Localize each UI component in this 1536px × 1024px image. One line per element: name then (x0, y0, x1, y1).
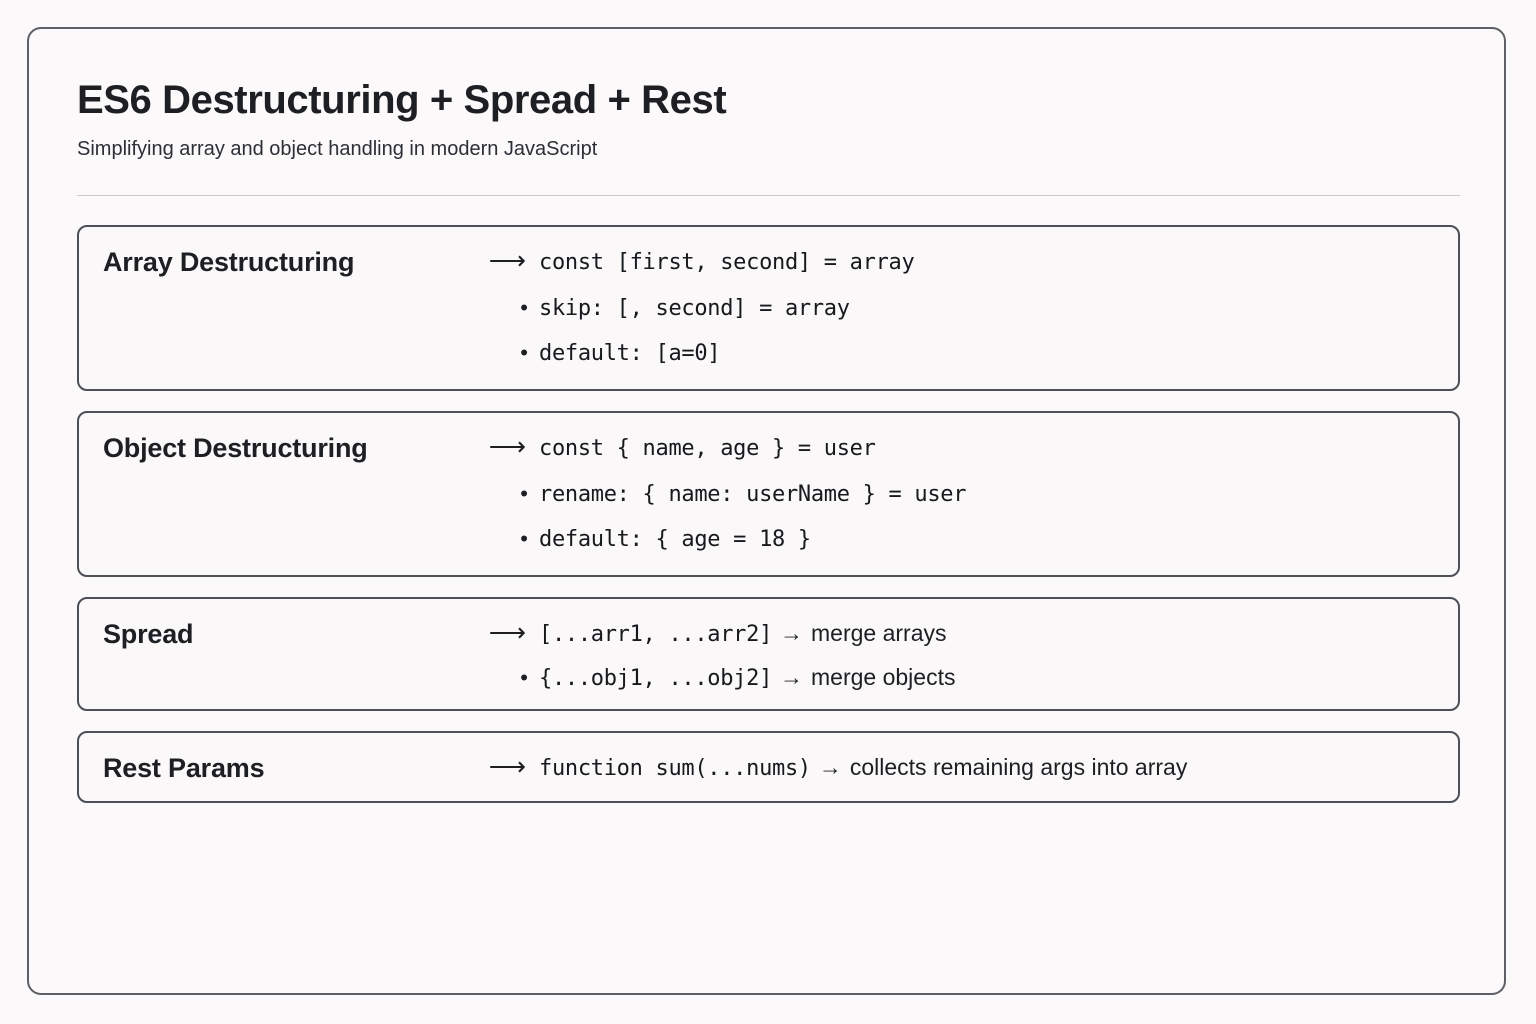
long-arrow-icon: ⟶ (488, 245, 539, 275)
short-arrow-icon: → (780, 620, 804, 646)
code-snippet: [...arr1, ...arr2] (539, 622, 773, 647)
card-array-destructuring: Array Destructuring ⟶ const [first, seco… (77, 225, 1460, 391)
code-snippet: {...obj1, ...obj2] (539, 666, 773, 691)
code-line: • rename: { name: userName } = user (79, 481, 1458, 507)
slide-frame: ES6 Destructuring + Spread + Rest Simpli… (27, 27, 1506, 995)
card-lines: ⟶ function sum(...nums) → collects remaini… (79, 751, 1458, 782)
code-line: ⟶ function sum(...nums) → collects remaini… (79, 751, 1458, 782)
code-note: collects remaining args into array (849, 754, 1188, 780)
card-lines: ⟶ const { name, age } = user• rename: { … (79, 431, 1458, 571)
card-spread: Spread ⟶ [...arr1, ...arr2] → merge arrays… (77, 597, 1460, 711)
header-divider (77, 195, 1460, 196)
code-line: • {...obj1, ...obj2] → merge objects (79, 664, 1458, 691)
code-snippet: function sum(...nums) (539, 756, 811, 781)
bullet-icon: • (520, 340, 539, 365)
code-snippet: default: [a=0] (539, 341, 721, 366)
page-title: ES6 Destructuring + Spread + Rest (77, 78, 727, 122)
code-snippet: rename: { name: userName } = user (539, 482, 967, 507)
code-line: • default: [a=0] (79, 340, 1458, 366)
card-rest-params: Rest Params ⟶ function sum(...nums) → coll… (77, 731, 1460, 803)
short-arrow-icon: → (818, 754, 842, 780)
card-label: Rest Params (103, 753, 265, 783)
code-snippet: skip: [, second] = array (539, 296, 850, 321)
card-label: Spread (103, 619, 194, 649)
bullet-icon: • (520, 481, 539, 506)
code-line: • skip: [, second] = array (79, 295, 1458, 321)
card-label: Array Destructuring (103, 247, 355, 277)
code-line: ⟶ const { name, age } = user (79, 431, 1458, 462)
code-line: ⟶ const [first, second] = array (79, 245, 1458, 276)
card-object-destructuring: Object Destructuring ⟶ const { name, age… (77, 411, 1460, 577)
bullet-icon: • (520, 295, 539, 320)
long-arrow-icon: ⟶ (488, 431, 539, 461)
header: ES6 Destructuring + Spread + Rest Simpli… (77, 77, 1456, 161)
code-note: merge arrays (811, 620, 947, 646)
long-arrow-icon: ⟶ (488, 617, 539, 647)
card-lines: ⟶ const [first, second] = array• skip: [… (79, 245, 1458, 385)
code-snippet: const { name, age } = user (539, 436, 876, 461)
card-lines: ⟶ [...arr1, ...arr2] → merge arrays • {...o… (79, 617, 1458, 707)
code-line: ⟶ [...arr1, ...arr2] → merge arrays (79, 617, 1458, 648)
card-label: Object Destructuring (103, 433, 368, 463)
code-snippet: default: { age = 18 } (539, 527, 811, 552)
short-arrow-icon: → (780, 664, 804, 690)
code-note: merge objects (811, 664, 956, 690)
code-snippet: const [first, second] = array (539, 250, 915, 275)
bullet-icon: • (520, 526, 539, 551)
long-arrow-icon: ⟶ (488, 751, 539, 781)
bullet-icon: • (520, 665, 539, 690)
page-subtitle: Simplifying array and object handling in… (77, 138, 598, 160)
code-line: • default: { age = 18 } (79, 526, 1458, 552)
